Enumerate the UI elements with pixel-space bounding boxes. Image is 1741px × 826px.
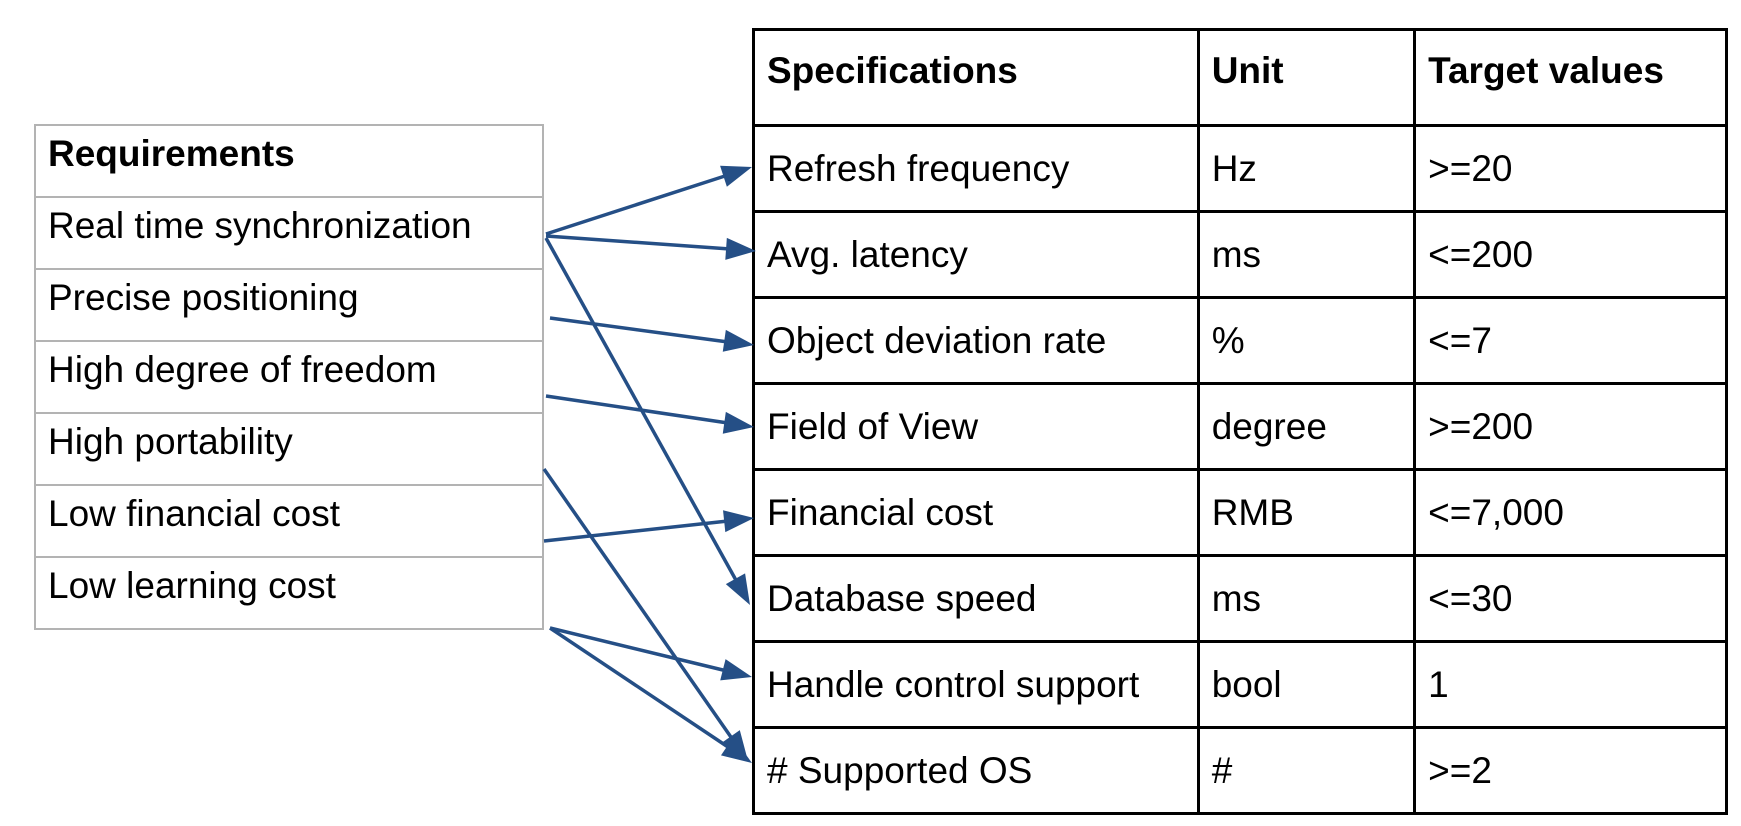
spec-name: Object deviation rate — [752, 296, 1200, 385]
arrow-head-icon — [722, 411, 754, 434]
arrow-line — [544, 237, 739, 583]
spec-row-financial-cost: Financial cost RMB <=7,000 — [752, 468, 1728, 557]
arrow-head-icon — [723, 510, 754, 533]
spec-unit: Hz — [1196, 124, 1417, 213]
spec-name: Database speed — [752, 554, 1200, 643]
requirement-precise-positioning: Precise positioning — [34, 268, 544, 342]
spec-target: >=20 — [1413, 124, 1728, 213]
arrow-head-icon — [720, 659, 752, 681]
spec-name: Field of View — [752, 382, 1200, 471]
spec-row-refresh-frequency: Refresh frequency Hz >=20 — [752, 124, 1728, 213]
spec-row-handle-control-support: Handle control support bool 1 — [752, 640, 1728, 729]
specifications-table: Specifications Unit Target values Refres… — [752, 28, 1728, 815]
spec-row-avg-latency: Avg. latency ms <=200 — [752, 210, 1728, 299]
spec-row-field-of-view: Field of View degree >=200 — [752, 382, 1728, 471]
arrow-freedom-to-fov — [545, 394, 754, 434]
requirement-row: Precise positioning — [34, 268, 544, 342]
arrow-line — [545, 234, 731, 251]
spec-unit: ms — [1196, 554, 1417, 643]
spec-unit: # — [1196, 726, 1417, 815]
requirements-header-row: Requirements — [34, 124, 544, 198]
specifications-header-row: Specifications Unit Target values — [752, 28, 1728, 127]
spec-unit: RMB — [1196, 468, 1417, 557]
specifications-column-header: Specifications — [752, 28, 1200, 127]
spec-name: Avg. latency — [752, 210, 1200, 299]
spec-unit: bool — [1196, 640, 1417, 729]
requirement-row: Low financial cost — [34, 484, 544, 558]
requirement-row: High portability — [34, 412, 544, 486]
arrow-learning-to-os — [549, 626, 752, 763]
requirements-table: Requirements Real time synchronization P… — [34, 124, 544, 630]
requirement-row: High degree of freedom — [34, 340, 544, 414]
spec-target: <=7 — [1413, 296, 1728, 385]
spec-row-database-speed: Database speed ms <=30 — [752, 554, 1728, 643]
spec-row-object-deviation-rate: Object deviation rate % <=7 — [752, 296, 1728, 385]
arrow-line — [549, 626, 728, 673]
arrow-line — [545, 173, 729, 236]
spec-row-supported-os: # Supported OS # >=2 — [752, 726, 1728, 815]
requirement-real-time-synchronization: Real time synchronization — [34, 196, 544, 270]
arrow-line — [542, 467, 735, 742]
arrow-line — [549, 626, 732, 751]
spec-unit: ms — [1196, 210, 1417, 299]
requirement-high-portability: High portability — [34, 412, 544, 486]
requirements-header: Requirements — [34, 124, 544, 198]
arrow-precise-to-deviation — [549, 316, 754, 352]
arrow-learning-to-handle — [549, 626, 752, 681]
spec-target: >=200 — [1413, 382, 1728, 471]
spec-target: <=30 — [1413, 554, 1728, 643]
arrow-realtime-to-latency — [545, 234, 756, 260]
arrow-head-icon — [722, 329, 754, 352]
spec-name: Handle control support — [752, 640, 1200, 729]
requirement-high-degree-of-freedom: High degree of freedom — [34, 340, 544, 414]
arrow-line — [543, 519, 729, 543]
spec-target: <=7,000 — [1413, 468, 1728, 557]
spec-target: >=2 — [1413, 726, 1728, 815]
arrow-financial-to-cost — [543, 510, 754, 543]
spec-name: # Supported OS — [752, 726, 1200, 815]
arrow-portability-to-os — [542, 467, 748, 761]
arrow-realtime-to-refresh — [545, 165, 752, 236]
requirement-low-learning-cost: Low learning cost — [34, 556, 544, 630]
spec-target: <=200 — [1413, 210, 1728, 299]
unit-column-header: Unit — [1196, 28, 1417, 127]
spec-name: Financial cost — [752, 468, 1200, 557]
arrow-realtime-to-database-speed — [544, 237, 750, 605]
arrow-line — [545, 394, 729, 425]
requirement-row: Real time synchronization — [34, 196, 544, 270]
spec-name: Refresh frequency — [752, 124, 1200, 213]
arrow-head-icon — [720, 165, 752, 187]
target-values-column-header: Target values — [1413, 28, 1728, 127]
spec-target: 1 — [1413, 640, 1728, 729]
spec-unit: % — [1196, 296, 1417, 385]
arrow-line — [549, 316, 729, 344]
requirement-low-financial-cost: Low financial cost — [34, 484, 544, 558]
requirement-row: Low learning cost — [34, 556, 544, 630]
spec-unit: degree — [1196, 382, 1417, 471]
